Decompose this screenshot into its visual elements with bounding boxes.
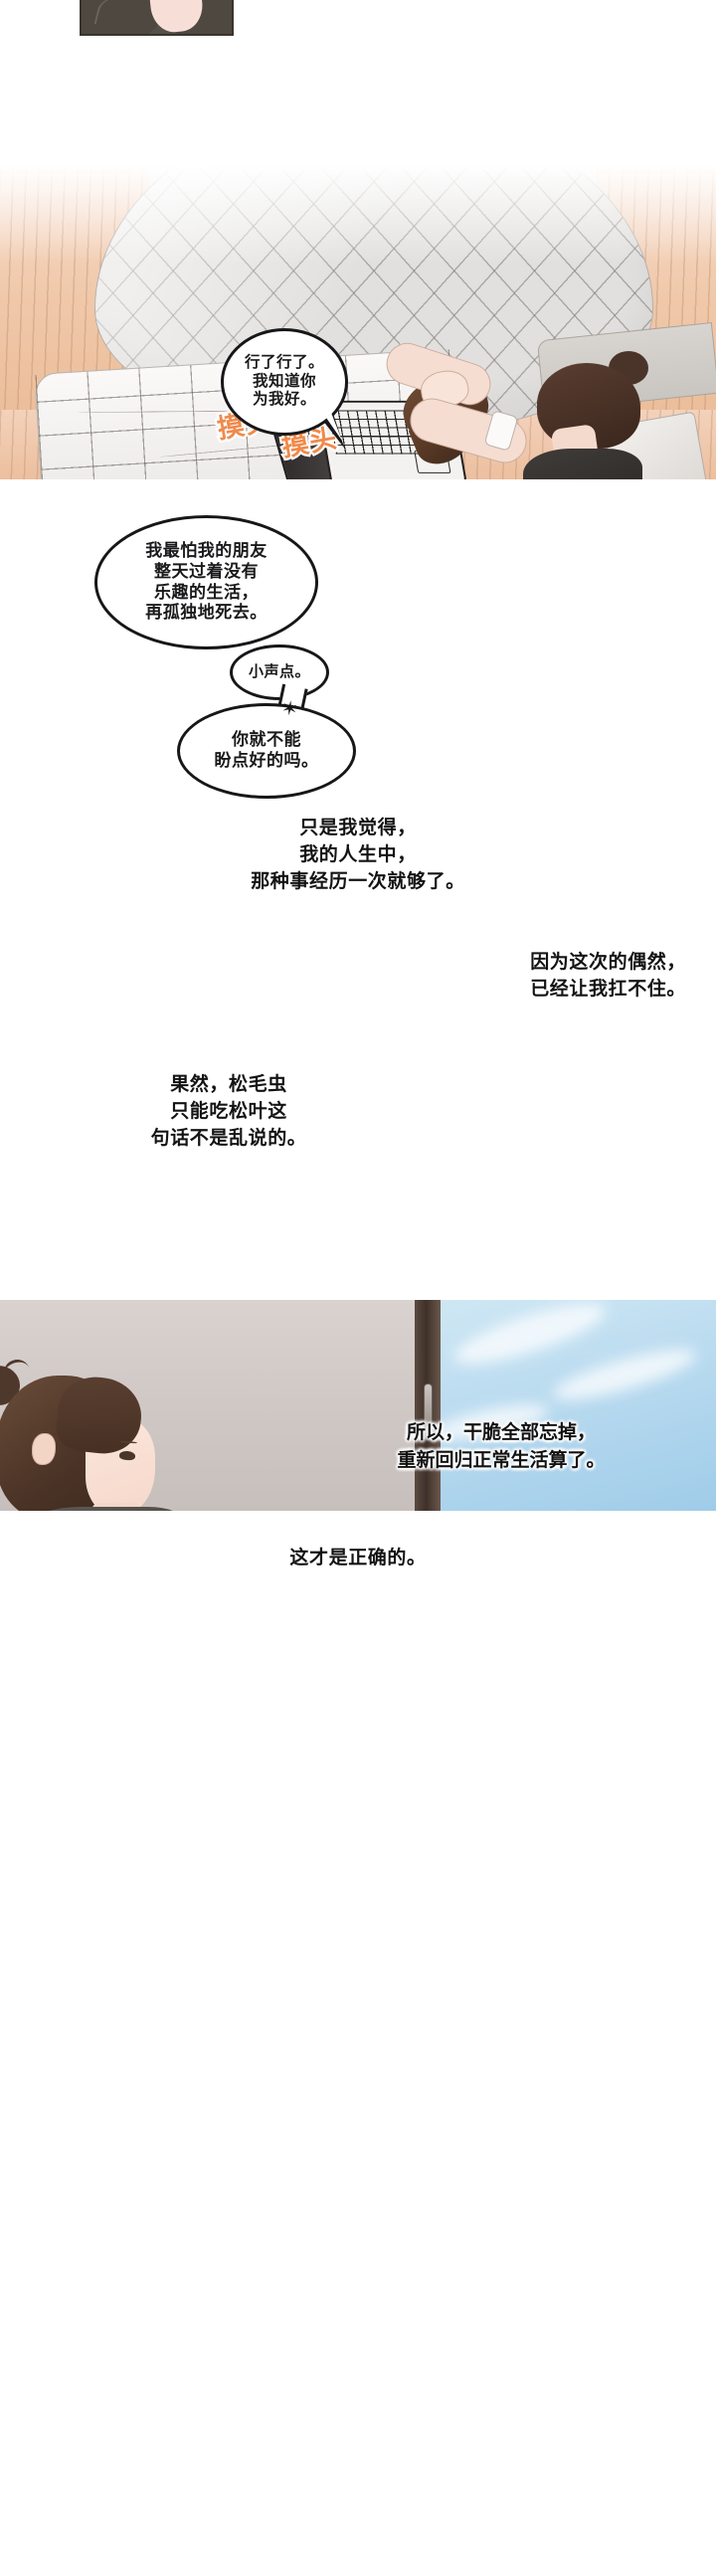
character-being-patted bbox=[381, 337, 532, 479]
speech-bubble-2: 我最怕我的朋友 整天过着没有 乐趣的生活， 再孤独地死去。 bbox=[94, 515, 318, 649]
character-sitting-back bbox=[517, 351, 709, 479]
narration-5: 这才是正确的。 bbox=[289, 1548, 427, 1568]
girl-ear bbox=[32, 1433, 56, 1465]
speech-bubble-3-text: 小声点。 bbox=[248, 662, 310, 680]
narration-3: 果然，松毛虫 只能吃松叶这 句话不是乱说的。 bbox=[150, 1074, 307, 1149]
wall-light-gradient bbox=[0, 154, 716, 264]
panel-window-scene: 所以，干脆全部忘掉， 重新回归正常生活算了。 bbox=[0, 1300, 716, 1511]
window-handle bbox=[424, 1383, 433, 1425]
girl-shoulder bbox=[16, 1507, 185, 1511]
cloud-1 bbox=[448, 1300, 612, 1376]
panel-room-floor: 摸头 摸头 更多作品，请下载 漫 APP。 行了行了。 我知道你 为我好。 bbox=[0, 154, 716, 479]
girl-profile bbox=[0, 1356, 193, 1511]
black-top-shape bbox=[523, 449, 642, 479]
panel-top-sliver bbox=[80, 0, 234, 36]
girl-eye bbox=[118, 1450, 136, 1461]
emphasis-spark-icon: ✶ bbox=[279, 696, 300, 722]
narration-1: 只是我觉得， 我的人生中， 那种事经历一次就够了。 bbox=[251, 818, 465, 892]
speech-bubble-4-text: 你就不能 盼点好的吗。 bbox=[214, 730, 319, 770]
speech-bubble-4: 你就不能 盼点好的吗。 bbox=[177, 703, 356, 799]
narration-4: 所以，干脆全部忘掉， 重新回归正常生活算了。 bbox=[397, 1422, 606, 1471]
speech-bubble-3: 小声点。 bbox=[230, 644, 329, 700]
cloud-2 bbox=[548, 1339, 701, 1410]
speech-bubble-2-text: 我最怕我的朋友 整天过着没有 乐趣的生活， 再孤独地死去。 bbox=[145, 541, 268, 623]
narration-2: 因为这次的偶然， 已经让我扛不住。 bbox=[530, 952, 686, 1000]
speech-bubble-1: 行了行了。 我知道你 为我好。 bbox=[221, 328, 348, 436]
sky-outside bbox=[429, 1300, 716, 1511]
speech-bubble-1-text: 行了行了。 我知道你 为我好。 bbox=[244, 353, 324, 409]
